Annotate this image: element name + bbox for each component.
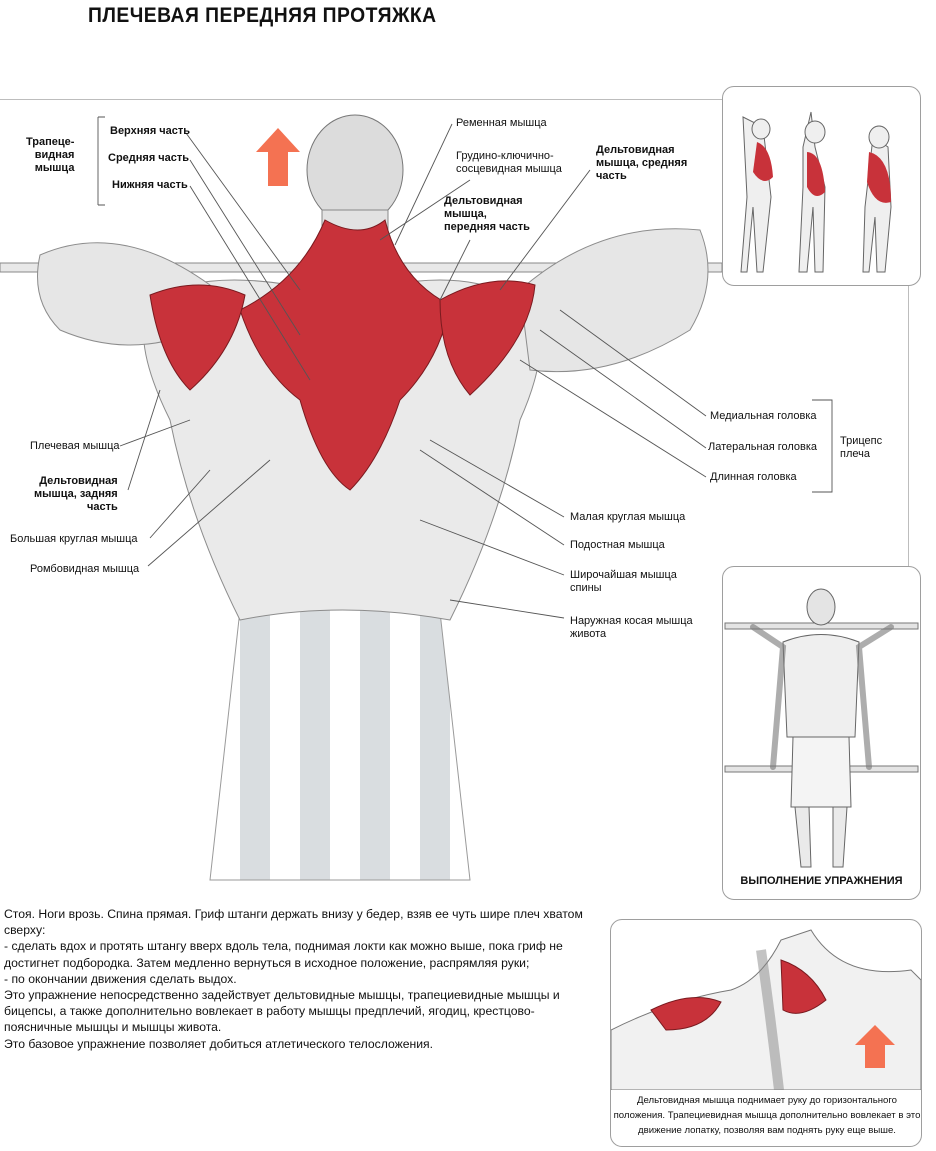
label-trap-middle: Средняя часть	[108, 152, 190, 164]
shoulder-detail-illustration	[610, 919, 922, 1147]
description-paragraph: Это базовое упражнение позволяет добитьс…	[4, 1036, 434, 1051]
label-triceps-long: Длинная головка	[710, 471, 797, 483]
exercise-performance-thumbnail: ВЫПОЛНЕНИЕ УПРАЖНЕНИЯ	[722, 566, 921, 900]
label-triceps-lateral: Латеральная головка	[708, 441, 818, 453]
label-splenius: Ременная мышца	[456, 117, 547, 129]
back-anatomy-illustration	[0, 114, 833, 881]
label-teres-major: Большая круглая мышца	[10, 533, 138, 545]
head	[306, 114, 404, 226]
label-teres-minor: Малая круглая мышца	[570, 511, 686, 523]
exercise-description: Стоя. Ноги врозь. Спина прямая. Гриф шта…	[4, 906, 592, 1052]
label-rhomboid: Ромбовидная мышца	[30, 563, 140, 575]
bottom-caption: Дельтовидная мышца поднимает руку до гор…	[613, 1095, 921, 1136]
label-sternocleido: Грудино-ключично-сосцевидная мышца	[456, 150, 562, 175]
up-arrow-icon	[256, 128, 300, 186]
label-trap-lower: Нижняя часть	[112, 179, 188, 191]
shorts	[209, 599, 471, 881]
deltoid-right	[439, 280, 536, 396]
exercise-caption: ВЫПОЛНЕНИЕ УПРАЖНЕНИЯ	[740, 875, 903, 887]
label-triceps-medial: Медиальная головка	[710, 410, 817, 422]
description-paragraph: - по окончании движения сделать выдох.	[4, 971, 237, 986]
leader-lines	[97, 116, 833, 619]
description-paragraph: Это упражнение непосредственно задейству…	[4, 988, 560, 1035]
label-infraspinatus: Подостная мышца	[570, 539, 665, 551]
main-illustration-panel	[0, 99, 909, 886]
label-trap-upper: Верхняя часть	[110, 125, 191, 137]
muscle-figures-thumbnail	[722, 86, 921, 286]
description-paragraph: - сделать вдох и протять штангу вверх вд…	[4, 939, 563, 970]
description-paragraph: Стоя. Ноги врозь. Спина прямая. Гриф шта…	[4, 907, 583, 938]
right-arm	[519, 228, 709, 373]
label-brachial: Плечевая мышца	[30, 440, 120, 452]
up-arrow-icon	[855, 1025, 895, 1068]
page-title: ПЛЕЧЕВАЯ ПЕРЕДНЯЯ ПРОТЯЖКА	[88, 4, 437, 27]
deltoid-left	[149, 284, 246, 391]
